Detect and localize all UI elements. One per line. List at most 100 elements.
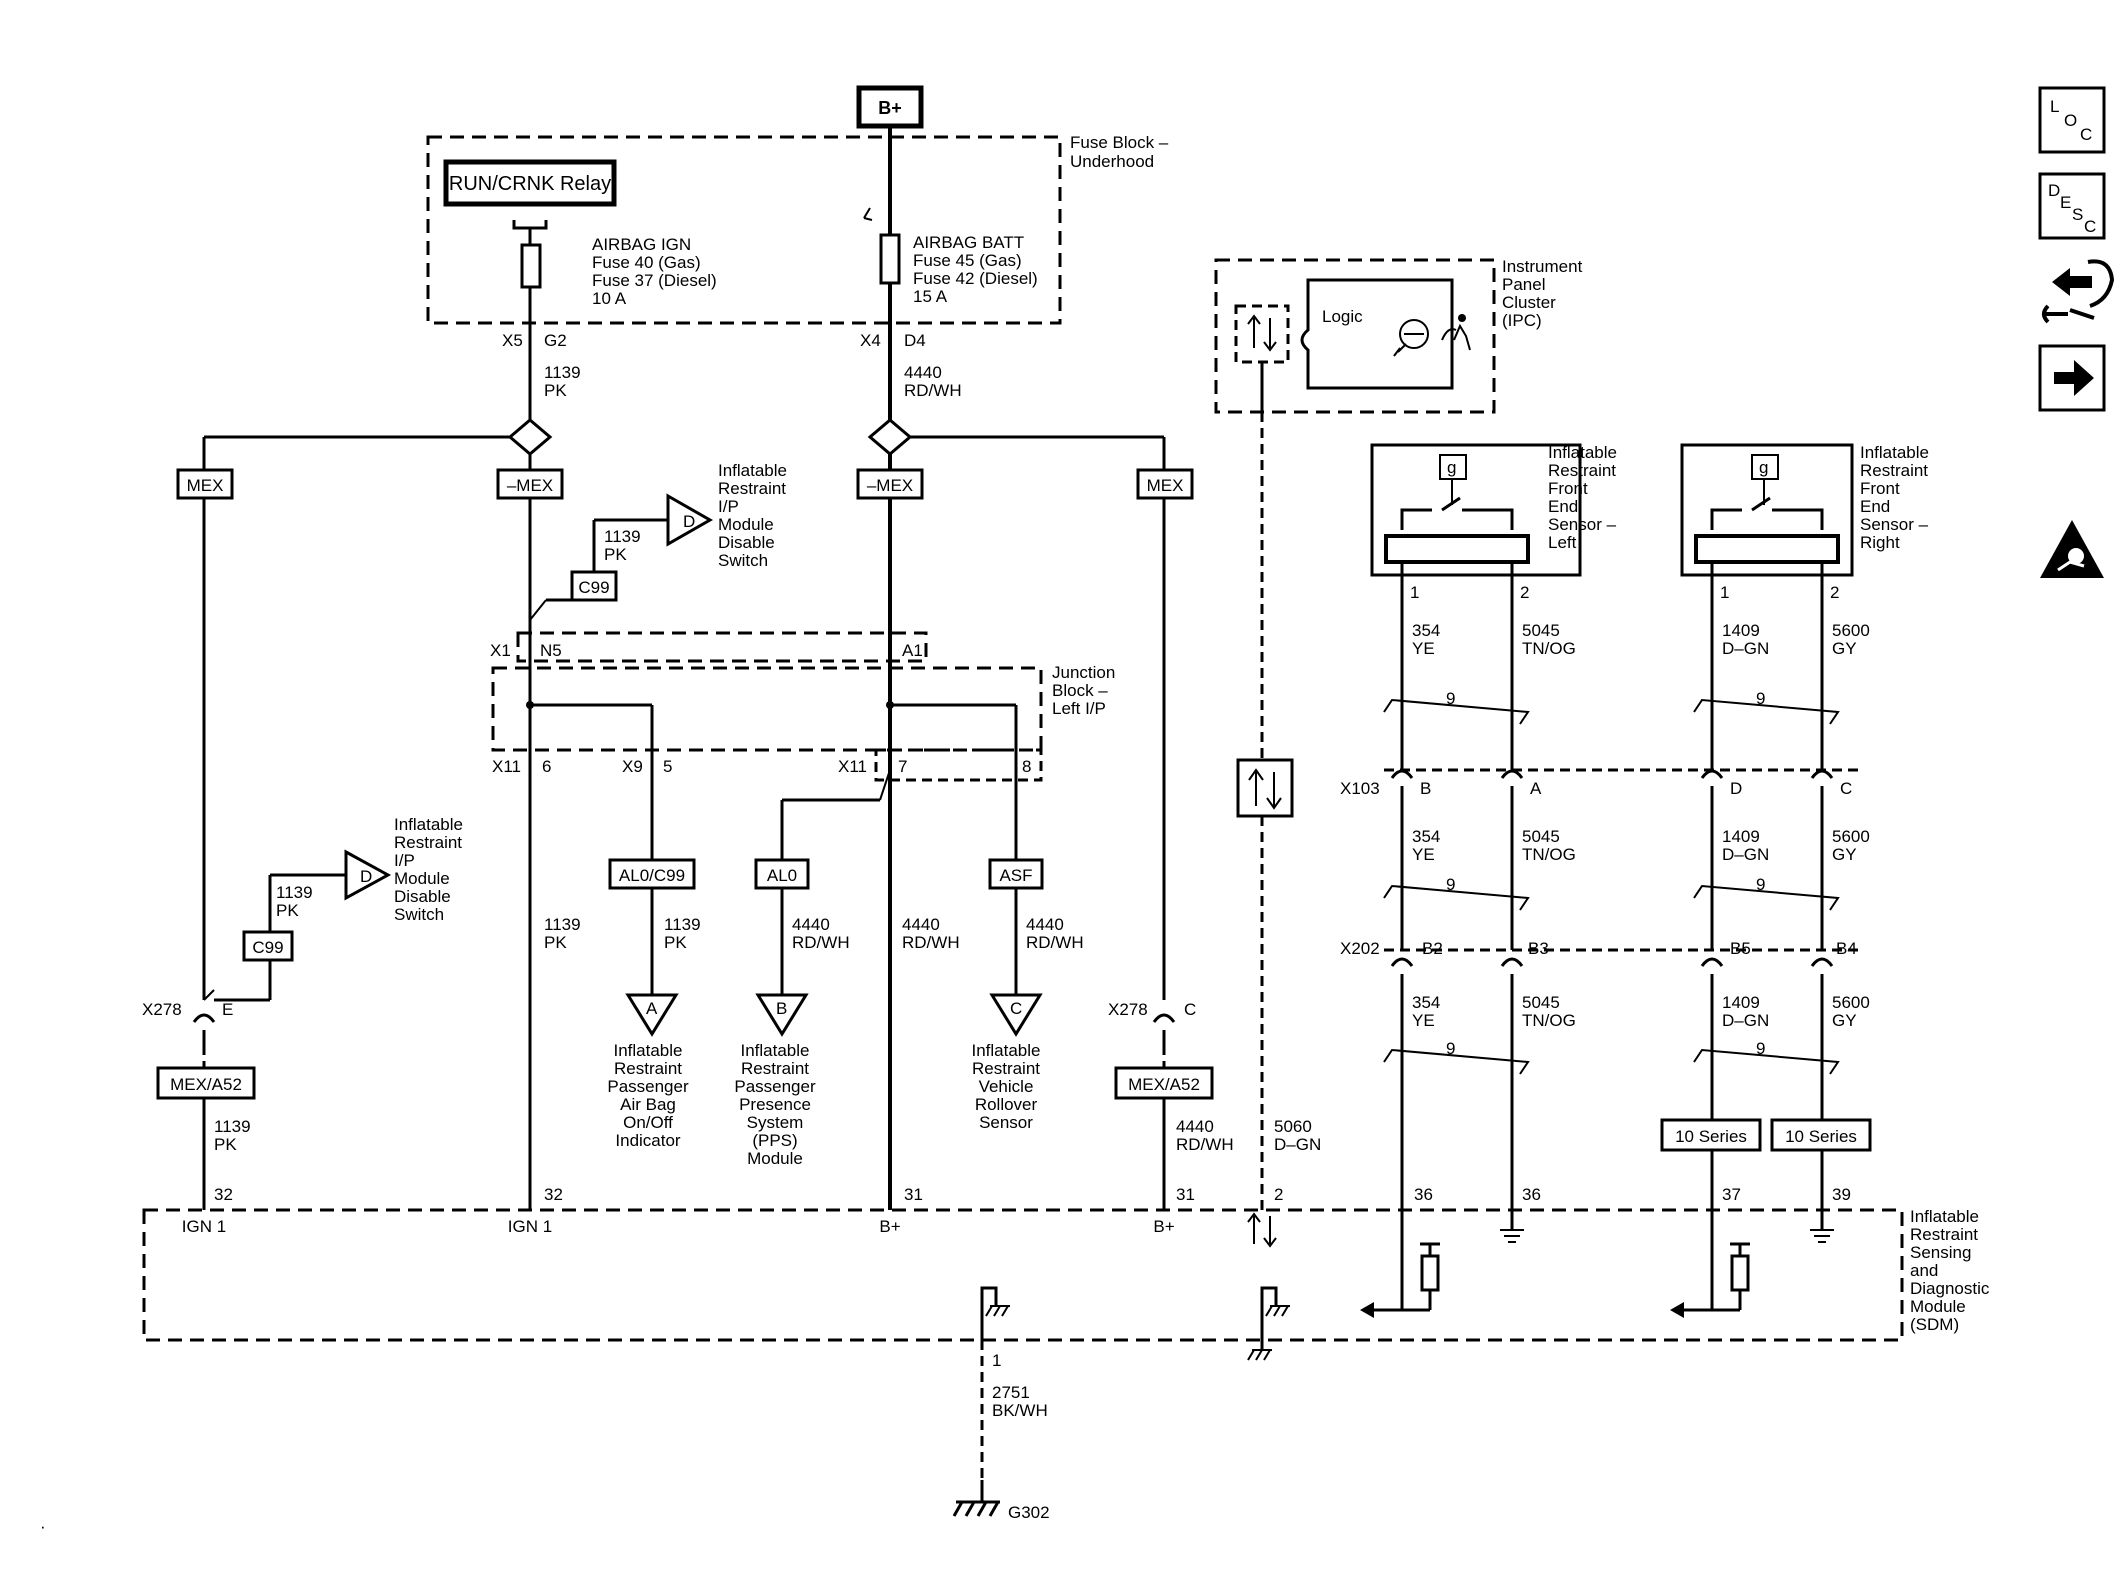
svg-text:GY: GY <box>1832 845 1857 864</box>
svg-text:10 Series: 10 Series <box>1675 1127 1747 1146</box>
svg-text:YE: YE <box>1412 1011 1435 1030</box>
pin-d4: D4 <box>904 331 926 350</box>
run-crnk-relay <box>443 159 617 207</box>
svg-text:GY: GY <box>1832 1011 1857 1030</box>
svg-text:YE: YE <box>1412 639 1435 658</box>
svg-text:D: D <box>2048 181 2060 200</box>
svg-text:Sensing: Sensing <box>1910 1243 1971 1262</box>
fuse-block-title-2: Underhood <box>1070 152 1154 171</box>
svg-text:Inflatable: Inflatable <box>614 1041 683 1060</box>
svg-text:9: 9 <box>1756 875 1765 894</box>
svg-text:PK: PK <box>214 1135 237 1154</box>
svg-text:–MEX: –MEX <box>507 476 553 495</box>
svg-text:D–GN: D–GN <box>1274 1135 1321 1154</box>
svg-text:D: D <box>360 867 372 886</box>
svg-text:9: 9 <box>1756 689 1765 708</box>
svg-text:Switch: Switch <box>394 905 444 924</box>
svg-text:Inflatable: Inflatable <box>972 1041 1041 1060</box>
instrument-panel-cluster: Instrument Panel Cluster (IPC) Logic <box>1214 257 1583 414</box>
svg-text:RD/WH: RD/WH <box>1026 933 1084 952</box>
svg-text:39: 39 <box>1832 1185 1851 1204</box>
svg-text:PK: PK <box>276 901 299 920</box>
battery-source: B+ <box>856 85 924 129</box>
svg-text:I/P: I/P <box>394 851 415 870</box>
svg-text:g: g <box>1447 458 1456 477</box>
svg-text:9: 9 <box>1446 1039 1455 1058</box>
offpage-d-lower <box>344 849 392 901</box>
svg-text:X11: X11 <box>492 757 521 776</box>
svg-text:Inflatable: Inflatable <box>394 815 463 834</box>
repair-procedure-icon[interactable] <box>2042 259 2115 324</box>
svg-text:Right: Right <box>1860 533 1900 552</box>
svg-text:N5: N5 <box>540 641 562 660</box>
svg-text:MEX: MEX <box>1147 476 1184 495</box>
svg-text:9: 9 <box>1446 689 1455 708</box>
svg-text:AL0/C99: AL0/C99 <box>619 866 685 885</box>
svg-text:Sensor –: Sensor – <box>1548 515 1617 534</box>
svg-text:I/P: I/P <box>718 497 739 516</box>
svg-text:L: L <box>2050 97 2059 116</box>
option-c99-lower <box>242 930 294 962</box>
sdm-module: Inflatable Restraint Sensing and Diagnos… <box>142 1185 1990 1361</box>
svg-text:MEX: MEX <box>187 476 224 495</box>
svg-text:Inflatable: Inflatable <box>1860 443 1929 462</box>
fuse-ign-line-1: AIRBAG IGN <box>592 235 691 254</box>
location-button[interactable]: L O C <box>2038 86 2106 154</box>
svg-text:2: 2 <box>1274 1185 1283 1204</box>
option-asf <box>988 858 1044 890</box>
ground-icon <box>1810 1229 1834 1243</box>
svg-text:31: 31 <box>904 1185 923 1204</box>
airbag-ign-fuse <box>520 243 542 289</box>
twist-marker: 9 9 <box>1383 689 1840 725</box>
svg-text:1139: 1139 <box>276 883 313 902</box>
svg-text:IGN 1: IGN 1 <box>508 1217 552 1236</box>
corner-mark: · <box>40 1517 46 1536</box>
ground-g302: 1 2751 BK/WH G302 <box>952 1340 1050 1522</box>
svg-text:C99: C99 <box>252 938 283 957</box>
svg-text:IGN 1: IGN 1 <box>182 1217 226 1236</box>
splice-diamond-ign <box>507 418 553 456</box>
description-button[interactable]: D E S C <box>2038 172 2106 240</box>
svg-text:G302: G302 <box>1008 1503 1050 1522</box>
fuse-block-underhood: Fuse Block – Underhood RUN/CRNK Relay AI… <box>426 126 1169 350</box>
fuse-block-title-1: Fuse Block – <box>1070 133 1169 152</box>
svg-text:D: D <box>1730 779 1742 798</box>
svg-text:Cluster: Cluster <box>1502 293 1556 312</box>
svg-text:4440: 4440 <box>792 915 830 934</box>
offpage-d-upper <box>666 493 714 547</box>
svg-text:YE: YE <box>1412 845 1435 864</box>
svg-text:Front: Front <box>1860 479 1900 498</box>
svg-text:1139: 1139 <box>604 527 641 546</box>
fuse-batt-line-4: 15 A <box>913 287 948 306</box>
svg-text:X1: X1 <box>490 641 511 660</box>
svg-text:C: C <box>2080 125 2092 144</box>
svg-text:E: E <box>2060 193 2071 212</box>
svg-text:C: C <box>1010 999 1022 1018</box>
svg-text:B5: B5 <box>1730 939 1751 958</box>
svg-text:X103: X103 <box>1340 779 1380 798</box>
svg-text:37: 37 <box>1722 1185 1741 1204</box>
wire-4440-color-top: RD/WH <box>904 381 962 400</box>
svg-text:B+: B+ <box>879 1217 900 1236</box>
svg-text:Left I/P: Left I/P <box>1052 699 1106 718</box>
svg-text:Diagnostic: Diagnostic <box>1910 1279 1990 1298</box>
airbag-batt-fuse <box>879 233 901 285</box>
svg-text:E: E <box>222 1000 233 1019</box>
svg-text:A: A <box>646 999 658 1018</box>
svg-text:10 Series: 10 Series <box>1785 1127 1857 1146</box>
svg-text:1139: 1139 <box>664 915 701 934</box>
offpage-a <box>625 993 679 1037</box>
arrow-right-icon <box>2054 360 2094 396</box>
next-arrow-button[interactable] <box>2038 344 2106 412</box>
svg-text:End: End <box>1860 497 1890 516</box>
svg-text:1: 1 <box>1410 583 1419 602</box>
svg-text:S: S <box>2072 205 2083 224</box>
svg-text:and: and <box>1910 1261 1938 1280</box>
svg-text:Disable: Disable <box>718 533 775 552</box>
svg-text:PK: PK <box>664 933 687 952</box>
svg-text:Disable: Disable <box>394 887 451 906</box>
batt-circuit: –MEX MEX <box>856 322 1194 1210</box>
svg-text:Restraint: Restraint <box>1860 461 1928 480</box>
svg-text:Restraint: Restraint <box>614 1059 682 1078</box>
